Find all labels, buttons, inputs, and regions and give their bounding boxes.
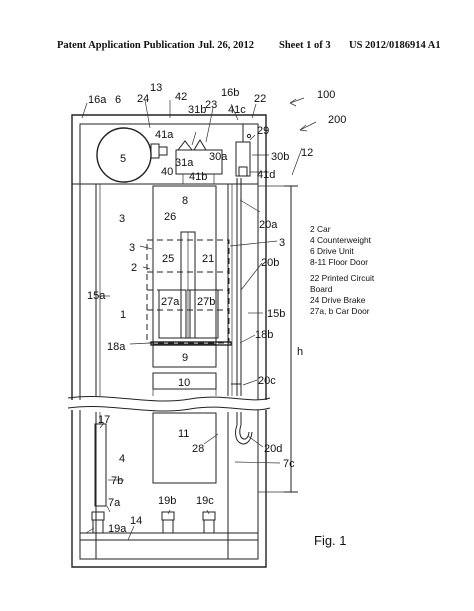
label-31b: 31b [188, 104, 206, 116]
label-29: 29 [257, 125, 269, 137]
legend-line: 24 Drive Brake [310, 295, 366, 305]
label-20c: 20c [258, 375, 276, 387]
label-27a: 27a [161, 296, 180, 308]
label-11: 11 [178, 428, 189, 440]
counterweight [94, 184, 107, 507]
label-3-car: 3 [129, 242, 135, 254]
label-30b: 30b [271, 151, 289, 163]
label-20b: 20b [261, 257, 279, 269]
label-14: 14 [130, 515, 142, 527]
label-40: 40 [161, 166, 173, 178]
leader-lines [81, 97, 317, 541]
buffers [80, 511, 258, 541]
publication-date: Jul. 26, 2012 [198, 40, 255, 51]
sheet-number: Sheet 1 of 3 [279, 40, 331, 51]
label-24: 24 [137, 93, 149, 105]
legend-line: Board [310, 284, 333, 294]
label-7b: 7b [111, 475, 123, 487]
control-elements [175, 124, 252, 184]
legend-line: 27a, b Car Door [310, 306, 370, 316]
label-19a: 19a [108, 523, 127, 535]
cable-duct [231, 178, 253, 445]
reference-labels: 100 200 13 42 16a 6 24 31b 23 16b 22 41c… [87, 82, 346, 535]
label-26: 26 [164, 211, 176, 223]
label-12: 12 [301, 147, 313, 159]
label-22: 22 [254, 93, 266, 105]
label-3-right: 3 [279, 237, 285, 249]
label-20d: 20d [264, 443, 282, 455]
label-3-left: 3 [119, 213, 125, 225]
label-18b: 18b [255, 329, 273, 341]
label-7a: 7a [108, 497, 121, 509]
legend-line: 8-11 Floor Door [310, 257, 368, 267]
label-20a: 20a [259, 219, 278, 231]
label-30a: 30a [209, 151, 228, 163]
label-5: 5 [120, 153, 126, 165]
label-41d: 41d [257, 169, 275, 181]
label-28: 28 [192, 443, 204, 455]
label-h: h [297, 346, 303, 358]
label-31a: 31a [175, 157, 194, 169]
label-41a: 41a [155, 129, 174, 141]
patent-number: US 2012/0186914 A1 [349, 40, 441, 51]
label-13: 13 [150, 82, 162, 94]
label-10: 10 [178, 377, 190, 389]
label-8: 8 [182, 195, 188, 207]
legend: 2 Car 4 Counterweight 6 Drive Unit 8-11 … [310, 224, 375, 316]
label-1: 1 [120, 309, 126, 321]
label-19c: 19c [196, 495, 214, 507]
label-4: 4 [119, 453, 125, 465]
label-19b: 19b [158, 495, 176, 507]
label-41c: 41c [228, 104, 246, 116]
figure-label: Fig. 1 [314, 533, 347, 548]
label-100: 100 [317, 89, 335, 101]
label-18a: 18a [107, 341, 126, 353]
label-6: 6 [115, 94, 121, 106]
label-15b: 15b [267, 308, 285, 320]
label-200: 200 [328, 114, 346, 126]
publication-title: Patent Application Publication [57, 40, 195, 51]
label-42: 42 [175, 91, 187, 103]
label-15a: 15a [87, 290, 106, 302]
label-21: 21 [202, 253, 214, 265]
label-27b: 27b [197, 296, 215, 308]
drive-unit [96, 127, 168, 183]
shaft-outline [67, 114, 271, 568]
legend-line: 2 Car [310, 224, 331, 234]
legend-line: 6 Drive Unit [310, 246, 354, 256]
floor-doors [150, 185, 232, 484]
label-16a: 16a [88, 94, 107, 106]
elevator-car [146, 231, 230, 344]
label-9: 9 [182, 352, 188, 364]
label-2: 2 [131, 262, 137, 274]
label-17: 17 [98, 414, 110, 426]
label-23: 23 [205, 99, 217, 111]
label-41b: 41b [189, 171, 207, 183]
label-16b: 16b [221, 87, 239, 99]
height-dimension [258, 185, 298, 493]
legend-line: 22 Printed Circuit [310, 273, 375, 283]
label-7c: 7c [283, 458, 295, 470]
label-25: 25 [162, 253, 174, 265]
legend-line: 4 Counterweight [310, 235, 372, 245]
